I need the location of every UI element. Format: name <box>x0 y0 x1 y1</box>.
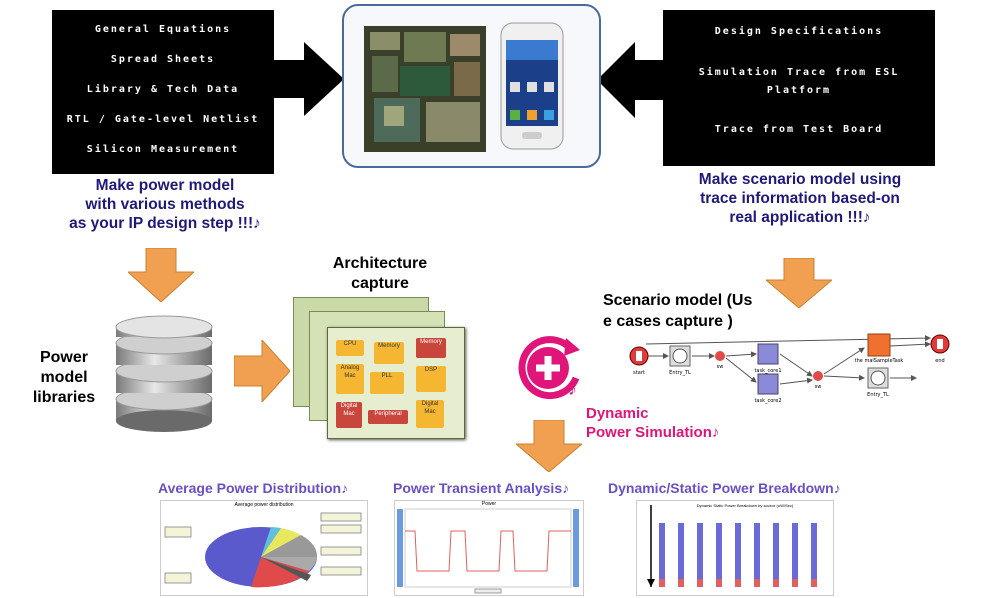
center-down-arrow <box>516 420 582 472</box>
chip-die-image <box>364 26 486 152</box>
chip-block: DSP <box>416 366 446 392</box>
dynamic-bar <box>678 523 684 579</box>
dynamic-bar <box>754 523 760 579</box>
pie-chart-thumbnail: Average power distribution <box>160 500 368 596</box>
right-black-arrow <box>597 42 667 118</box>
dynamic-bar <box>697 523 703 579</box>
static-bar <box>716 579 722 587</box>
flow-node-label: end <box>935 358 944 364</box>
transient-chart-thumbnail: Power <box>394 500 584 596</box>
pie-graphic <box>164 512 362 588</box>
flow-node-label: sw <box>815 384 822 390</box>
static-bar <box>678 579 684 587</box>
output-title-breakdown: Dynamic/Static Power Breakdown♪ <box>608 480 841 496</box>
database-icon <box>115 315 213 432</box>
dynamic-simulation-label: Dynamic Power Simulation♪ <box>586 405 720 441</box>
input-item: Simulation Trace from ESL Platform <box>698 67 900 96</box>
input-item: RTL / Gate-level Netlist <box>66 114 260 125</box>
chip-block: Memory <box>374 342 404 364</box>
dynamic-bar <box>659 523 665 579</box>
phone-image <box>500 22 564 150</box>
input-item: Silicon Measurement <box>86 144 240 155</box>
device-panel <box>342 4 601 168</box>
flow-node-label: the malSampleTask <box>855 358 904 364</box>
input-item: Library & Tech Data <box>86 84 240 95</box>
input-item: Spread Sheets <box>110 54 216 65</box>
input-item: General Equations <box>94 24 232 35</box>
left-black-arrow <box>272 42 344 116</box>
static-bar <box>773 579 779 587</box>
output-title-transient: Power Transient Analysis♪ <box>393 480 570 496</box>
plus-cycle-icon <box>518 336 580 400</box>
flow-node-label: start <box>633 370 645 376</box>
chip-block: Analog Mac <box>336 364 364 394</box>
static-bar <box>697 579 703 587</box>
flow-node-label: task_core2 <box>754 398 781 404</box>
chip-block: Memory <box>416 338 446 358</box>
music-note-icon: ♪ <box>568 379 577 399</box>
static-bar <box>659 579 665 587</box>
chip-block: PLL <box>370 372 404 394</box>
scenario-flow-diagram: start Entry_TL sw task_core1 task_core2 … <box>629 333 950 404</box>
chart-title: Power <box>481 501 497 507</box>
dynamic-bar <box>716 523 722 579</box>
right-input-box: Design Specifications Simulation Trace f… <box>663 10 935 166</box>
power-libraries-label: Power model libraries <box>32 349 96 406</box>
static-bar <box>735 579 741 587</box>
output-title-average: Average Power Distribution♪ <box>158 480 349 496</box>
dynamic-bar <box>811 523 817 579</box>
breakdown-graphic <box>647 505 817 587</box>
chip-block: CPU <box>336 340 364 356</box>
right-orange-arrow <box>234 340 290 402</box>
chip-block: Peripheral <box>368 410 408 424</box>
transient-graphic <box>397 508 579 594</box>
flow-node-label: sw <box>717 364 724 370</box>
architecture-label: Architecture capture <box>332 255 428 292</box>
left-caption: Make power model with various methods as… <box>69 177 261 232</box>
flow-node-label: Entry_TL <box>669 370 691 376</box>
scenario-label: Scenario model (Us e cases capture ) <box>603 292 753 330</box>
chart-title: Dynamic Static Power Breakdown by source… <box>696 503 794 508</box>
dynamic-bar <box>735 523 741 579</box>
input-item: Trace from Test Board <box>714 124 884 135</box>
chip-block: Digital Mac <box>416 400 444 428</box>
static-bar <box>754 579 760 587</box>
flow-node-label: Entry_TL <box>867 392 889 398</box>
right-caption: Make scenario model using trace informat… <box>698 171 902 226</box>
static-bar <box>792 579 798 587</box>
left-input-box: General Equations Spread Sheets Library … <box>52 10 274 174</box>
flow-node-label: task_core1 <box>754 368 781 374</box>
architecture-diagram: CPU Memory Analog Mac PLL DSP Digital Ma… <box>293 297 465 439</box>
chip-block: Digital Mac <box>336 402 362 428</box>
dynamic-bar <box>792 523 798 579</box>
static-bar <box>811 579 817 587</box>
left-down-arrow <box>128 248 194 302</box>
dynamic-bar <box>773 523 779 579</box>
right-down-arrow <box>766 258 832 308</box>
input-item: Design Specifications <box>714 26 884 37</box>
architecture-layer: CPU Memory Analog Mac PLL DSP Digital Ma… <box>327 327 465 439</box>
chart-title: Average power distribution <box>234 502 294 508</box>
breakdown-chart-thumbnail: Dynamic Static Power Breakdown by source… <box>636 500 834 596</box>
